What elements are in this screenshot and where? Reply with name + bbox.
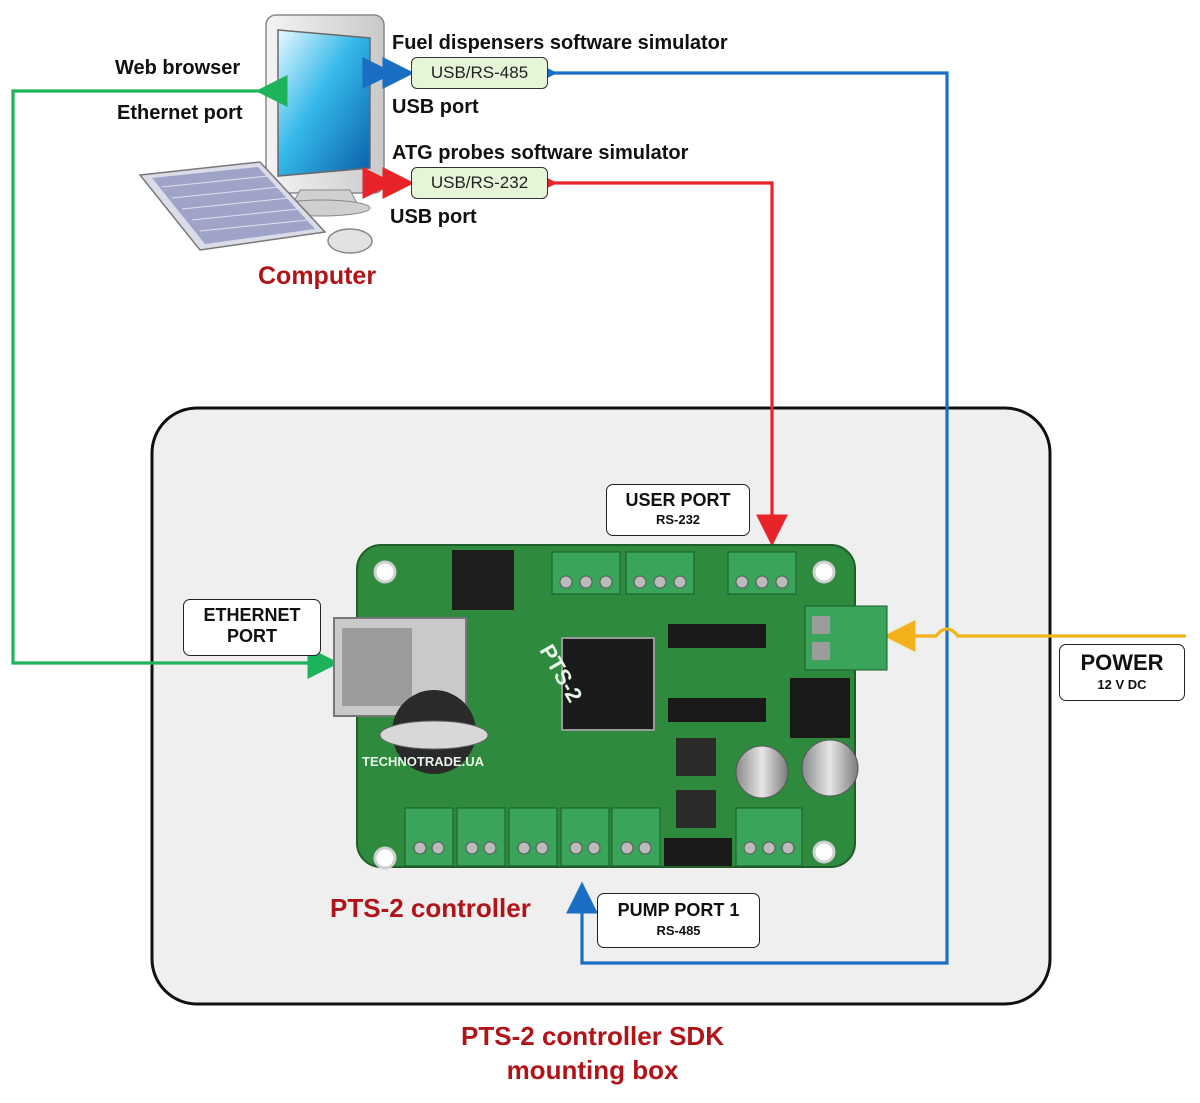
board-brand-label: TECHNOTRADE.UA xyxy=(362,754,485,769)
web-browser-label: Web browser xyxy=(115,57,241,79)
rs232-connection-line xyxy=(525,167,788,547)
ethernet-port-callout: ETHERNET PORT xyxy=(183,599,321,656)
controller-title: PTS-2 controller xyxy=(330,893,531,923)
usb-port-label-1: USB port xyxy=(392,96,479,118)
power-title: POWER xyxy=(1080,650,1164,675)
atg-probes-simulator-title: ATG probes software simulator xyxy=(392,142,689,164)
usb-rs485-converter: USB/RS-485 xyxy=(411,57,548,89)
pts2-board: PTS-2 TECHNOTRADE.UA xyxy=(333,544,888,870)
pump-port-callout: PUMP PORT 1 RS-485 xyxy=(597,893,760,948)
fuel-dispensers-simulator-title: Fuel dispensers software simulator xyxy=(392,32,728,54)
computer-ethernet-port-label: Ethernet port xyxy=(117,102,243,124)
computer-title: Computer xyxy=(258,262,377,290)
user-port-title: USER PORT xyxy=(625,490,731,510)
user-port-callout: USER PORT RS-232 xyxy=(606,484,750,536)
mouse-icon xyxy=(327,228,373,254)
ethernet-port-line2: PORT xyxy=(226,626,277,646)
rs485-connection-line xyxy=(525,57,949,965)
usb-port-label-2: USB port xyxy=(390,206,477,228)
power-voltage: 12 V DC xyxy=(1097,677,1147,692)
usb-rs232-converter: USB/RS-232 xyxy=(411,167,548,199)
monitor-icon xyxy=(265,14,385,217)
mounting-box-title-line2: mounting box xyxy=(506,1055,679,1085)
ethernet-port-line1: ETHERNET xyxy=(203,605,301,625)
power-callout: POWER 12 V DC xyxy=(1059,644,1185,701)
pump-port-protocol: RS-485 xyxy=(656,923,701,938)
mounting-box-title-line1: PTS-2 controller SDK xyxy=(461,1021,724,1051)
user-port-protocol: RS-232 xyxy=(655,512,701,527)
pump-port-title: PUMP PORT 1 xyxy=(617,900,740,920)
ethernet-connection-line xyxy=(11,75,340,679)
power-connection-line xyxy=(883,620,1186,652)
